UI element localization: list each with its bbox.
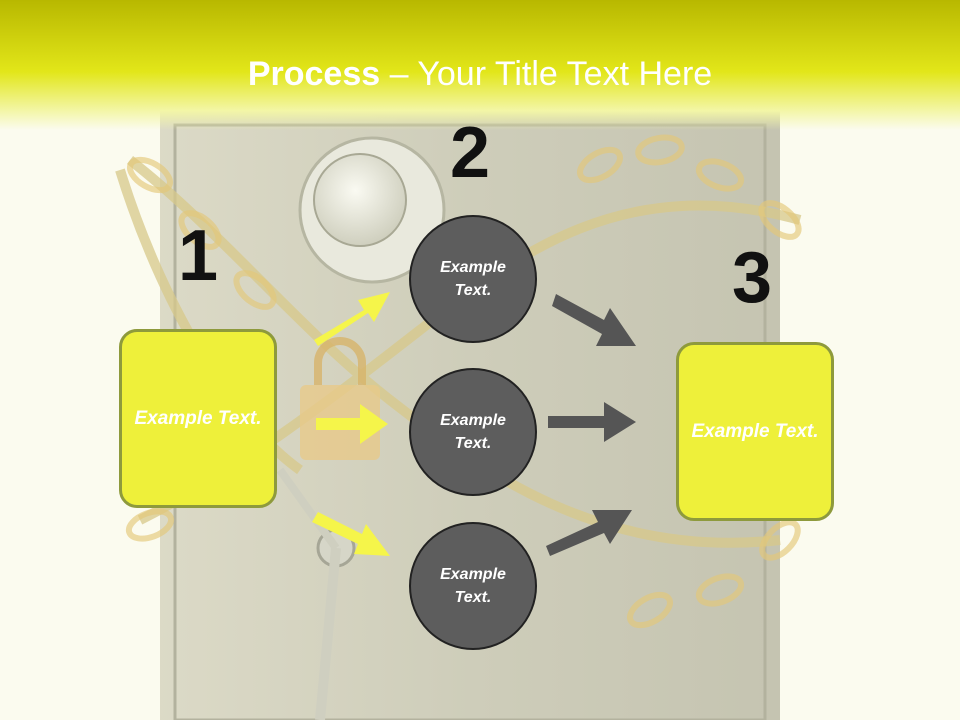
arrow-right-down-icon [312, 512, 390, 556]
page-title: Process – Your Title Text Here [0, 52, 960, 96]
step-number-3: 3 [732, 238, 773, 318]
page-title-rest: – Your Title Text Here [380, 55, 713, 93]
step-2-circle-middle[interactable]: Example Text. [409, 368, 537, 496]
step-number-1: 1 [178, 216, 219, 296]
step-2-circle-bottom[interactable]: Example Text. [409, 522, 537, 650]
title-banner [0, 0, 960, 130]
arrow-right-icon [548, 402, 636, 442]
step-1-box[interactable]: Example Text. [119, 329, 277, 508]
arrow-right-icon [316, 404, 388, 444]
step-3-box[interactable]: Example Text. [676, 342, 834, 521]
arrow-right-down-icon [552, 294, 636, 346]
arrow-right-up-icon [314, 292, 390, 346]
step-2-circle-top[interactable]: Example Text. [409, 215, 537, 343]
yellow-arrows [312, 292, 390, 556]
arrow-right-up-icon [546, 510, 632, 556]
gray-arrows [546, 294, 636, 556]
page-title-bold: Process [247, 55, 381, 93]
step-number-2: 2 [450, 113, 491, 193]
